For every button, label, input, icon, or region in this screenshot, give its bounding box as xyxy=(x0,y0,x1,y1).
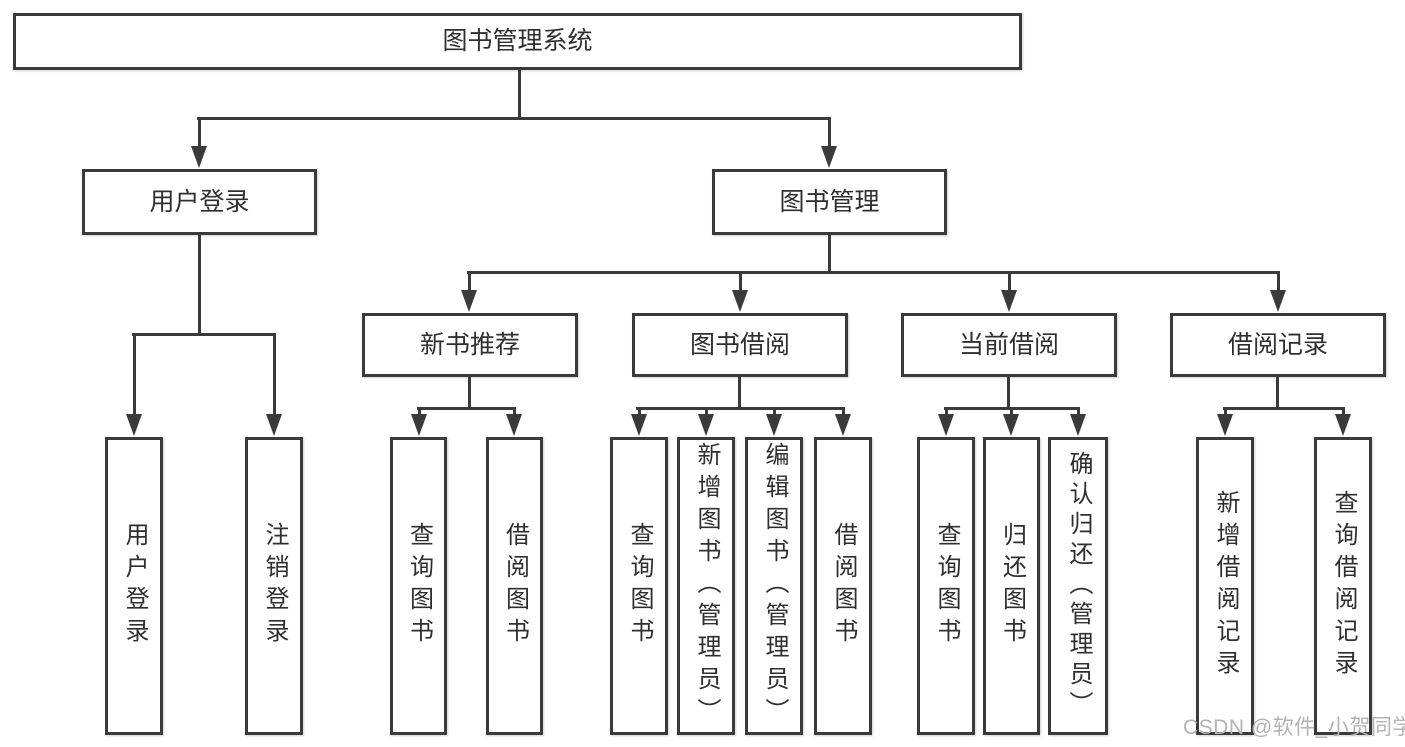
arrowhead-down-icon xyxy=(411,414,427,436)
arrowhead-down-icon xyxy=(1335,414,1351,436)
leaf-user-login-label: 用户登录 xyxy=(121,522,148,650)
node-new-book-recommend: 新书推荐 xyxy=(362,313,578,377)
arrowhead-down-icon xyxy=(191,146,207,168)
node-current-borrowing: 当前借阅 xyxy=(901,313,1117,377)
leaf-bb-query-books-label: 查询图书 xyxy=(626,522,653,650)
arrowhead-down-icon xyxy=(1003,414,1019,436)
leaf-cb-confirm-return: 确认归还（管理员） xyxy=(1048,437,1108,735)
arrowhead-down-icon xyxy=(1070,414,1086,436)
leaf-bb-add-books-label: 新增图书（管理员） xyxy=(693,442,720,730)
connector-line xyxy=(273,333,276,416)
connector-line xyxy=(1077,407,1080,416)
node-borrowing-records-label: 借阅记录 xyxy=(1227,330,1328,359)
arrowhead-down-icon xyxy=(835,414,851,436)
connector-line xyxy=(1224,407,1227,416)
connector-line xyxy=(1010,407,1013,416)
arrowhead-down-icon xyxy=(1217,414,1233,436)
arrowhead-down-icon xyxy=(766,414,782,436)
csdn-watermark: CSDN @软件_小贺同学 xyxy=(1183,716,1405,739)
node-user-login: 用户登录 xyxy=(82,169,317,235)
node-book-borrowing-label: 图书借阅 xyxy=(689,330,790,359)
node-root-label: 图书管理系统 xyxy=(442,27,593,55)
leaf-user-login: 用户登录 xyxy=(105,437,163,735)
connector-line xyxy=(1223,407,1345,410)
node-new-book-recommend-label: 新书推荐 xyxy=(419,330,520,359)
connector-line xyxy=(636,407,844,410)
connector-line xyxy=(1342,407,1345,416)
leaf-bb-borrow-books-label: 借阅图书 xyxy=(830,522,857,650)
leaf-br-query-record: 查询借阅记录 xyxy=(1314,437,1372,735)
arrowhead-down-icon xyxy=(506,414,522,436)
leaf-cb-query-books: 查询图书 xyxy=(917,437,975,735)
leaf-br-add-record-label: 新增借阅记录 xyxy=(1212,490,1239,682)
arrowhead-down-icon xyxy=(631,414,647,436)
leaf-cb-query-books-label: 查询图书 xyxy=(933,522,960,650)
connector-line xyxy=(198,117,201,147)
arrowhead-down-icon xyxy=(126,414,142,436)
leaf-cb-confirm-return-label: 确认归还（管理员） xyxy=(1065,451,1092,721)
arrowhead-down-icon xyxy=(461,290,477,312)
arrowhead-down-icon xyxy=(1270,290,1286,312)
node-root: 图书管理系统 xyxy=(13,13,1022,70)
node-current-borrowing-label: 当前借阅 xyxy=(958,330,1059,359)
leaf-bb-add-books: 新增图书（管理员） xyxy=(677,437,735,735)
node-book-management-label: 图书管理 xyxy=(779,187,880,216)
connector-line xyxy=(828,117,831,147)
connector-line xyxy=(468,377,471,410)
leaf-cb-return-books-label: 归还图书 xyxy=(998,522,1026,650)
connector-line xyxy=(1007,377,1010,410)
arrowhead-down-icon xyxy=(698,414,714,436)
connector-line xyxy=(842,407,845,416)
leaf-bb-edit-books: 编辑图书（管理员） xyxy=(745,437,803,735)
connector-line xyxy=(198,235,201,336)
arrowhead-down-icon xyxy=(821,146,837,168)
connector-line xyxy=(638,407,641,416)
leaf-bb-borrow-books: 借阅图书 xyxy=(814,437,872,735)
connector-line xyxy=(739,271,742,292)
arrowhead-down-icon xyxy=(938,414,954,436)
connector-line xyxy=(197,117,831,120)
connector-line xyxy=(418,407,421,416)
arrowhead-down-icon xyxy=(1001,290,1017,312)
connector-line xyxy=(828,235,831,274)
connector-line xyxy=(513,407,516,416)
leaf-br-query-record-label: 查询借阅记录 xyxy=(1330,490,1357,682)
connector-line xyxy=(417,407,516,410)
leaf-br-add-record: 新增借阅记录 xyxy=(1196,437,1254,735)
node-book-management: 图书管理 xyxy=(712,169,947,235)
leaf-logout: 注销登录 xyxy=(245,437,303,735)
leaf-bb-query-books: 查询图书 xyxy=(610,437,668,735)
connector-line xyxy=(1276,377,1279,410)
leaf-logout-label: 注销登录 xyxy=(261,522,288,650)
leaf-nbr-borrow-books: 借阅图书 xyxy=(486,437,543,735)
connector-line xyxy=(467,271,1280,274)
connector-line xyxy=(132,333,276,336)
connector-line xyxy=(133,333,136,416)
leaf-nbr-query-books: 查询图书 xyxy=(390,437,447,735)
connector-line xyxy=(1008,271,1011,292)
leaf-bb-edit-books-label: 编辑图书（管理员） xyxy=(761,442,788,730)
connector-line xyxy=(1277,271,1280,292)
connector-line xyxy=(738,377,741,410)
connector-line xyxy=(468,271,471,292)
arrowhead-down-icon xyxy=(266,414,282,436)
connector-line xyxy=(518,70,521,119)
node-book-borrowing: 图书借阅 xyxy=(632,313,848,377)
node-borrowing-records: 借阅记录 xyxy=(1170,313,1386,377)
arrowhead-down-icon xyxy=(732,290,748,312)
leaf-nbr-borrow-books-label: 借阅图书 xyxy=(501,522,529,650)
connector-line xyxy=(773,407,776,416)
leaf-cb-return-books: 归还图书 xyxy=(983,437,1040,735)
leaf-nbr-query-books-label: 查询图书 xyxy=(405,522,433,650)
connector-line xyxy=(705,407,708,416)
node-user-login-label: 用户登录 xyxy=(149,187,250,216)
connector-line xyxy=(945,407,948,416)
